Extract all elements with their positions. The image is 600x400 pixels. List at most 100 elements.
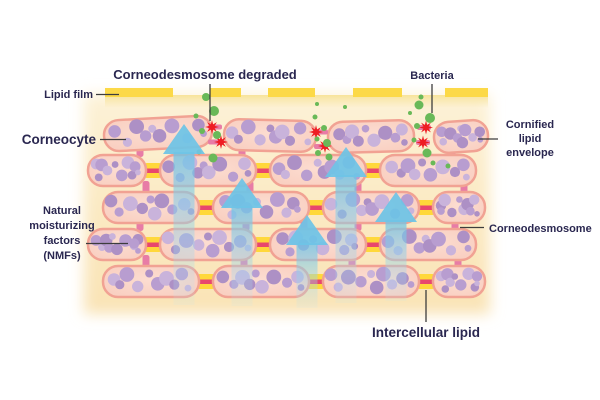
moisture-flux-arrow [375, 192, 417, 301]
bacterium-icon [314, 136, 320, 142]
nmf-dot [293, 122, 307, 135]
label-cornified-line3: envelope [506, 147, 554, 159]
nmf-dot [352, 135, 364, 147]
nmf-dot [111, 161, 119, 168]
corneocyte-cell [86, 153, 148, 188]
nmf-dot [280, 169, 290, 180]
lipid-film-underlayer [105, 95, 488, 108]
nmf-dot [259, 205, 274, 219]
corneocyte-cell [431, 190, 487, 225]
corneocyte-cell [378, 153, 478, 188]
nmf-dot [324, 197, 338, 211]
nmf-dot-labeled [128, 238, 140, 249]
label-bacteria: Bacteria [410, 70, 454, 82]
nmf-dot [228, 171, 239, 182]
bacterium-icon [325, 153, 333, 161]
nmf-dot [281, 207, 292, 218]
intercellular-lipid-stripe [197, 205, 215, 210]
nmf-dot [439, 137, 448, 146]
nmf-dot [114, 207, 124, 217]
intercellular-lipid-stripe [364, 242, 382, 247]
nmf-dot [274, 124, 290, 140]
nmf-dot [313, 158, 322, 167]
label-cornified-line1: Cornified [506, 119, 554, 131]
moisture-flux-arrow [163, 124, 205, 305]
nmf-dot [469, 194, 480, 205]
nmf-dot [456, 136, 469, 149]
degraded-corneodesmosomes [205, 120, 433, 153]
degraded-corneodesmosome-icon [419, 120, 433, 135]
nmf-dot [457, 230, 470, 244]
bacterium-icon [422, 148, 432, 158]
label-corneocyte: Corneocyte [22, 132, 97, 147]
nmf-dot [457, 158, 470, 172]
nmf-dot [462, 267, 475, 280]
nmf-dot [423, 168, 438, 182]
intercellular-lipid-stripe [197, 279, 215, 284]
nmf-dot [111, 243, 123, 256]
intercellular-lipid-junctions [144, 163, 435, 289]
degraded-corneodesmosome-icon [309, 125, 323, 139]
bacterium-icon [445, 163, 451, 169]
nmf-dot [441, 268, 454, 281]
labels: Corneodesmosome degraded Bacteria Lipid … [22, 67, 592, 340]
moisture-flux-arrows [163, 124, 417, 308]
bacterium-icon [425, 113, 435, 123]
intercellular-lipid-stripe [254, 168, 272, 173]
nmf-dot [147, 206, 162, 221]
nmf-dot [367, 133, 381, 147]
nmf-dot [129, 161, 141, 173]
nmf-dot [447, 207, 457, 218]
bacterium-icon [414, 100, 424, 110]
nmf-dot [148, 124, 157, 133]
bacterium-icon [193, 113, 199, 119]
label-intercellular-lipid: Intercellular lipid [372, 325, 480, 340]
lipid-film-segment [268, 88, 315, 97]
bacterium-icon [323, 139, 331, 147]
lipid-film-segment [445, 88, 488, 97]
nmf-dot [333, 128, 346, 141]
nmf-dot [202, 165, 216, 180]
intercellular-lipid-stripe [254, 242, 272, 247]
degraded-corneodesmosome-icon [205, 120, 219, 134]
nmf-dot [468, 133, 477, 142]
moisture-flux-arrow [325, 147, 367, 303]
label-corneodesmosome: Corneodesmosome [489, 223, 592, 235]
nmf-dot [407, 281, 415, 288]
corneocyte-cell [222, 117, 318, 154]
nmf-dot [129, 119, 145, 135]
nmf-dot [108, 125, 121, 138]
bacterium-icon [209, 106, 219, 116]
nmf-dot [304, 138, 312, 146]
intercellular-lipid-stripe [144, 168, 162, 173]
nmf-dot [365, 202, 379, 216]
intercellular-lipid-stripe [307, 205, 325, 210]
bacterium-icon [208, 153, 218, 163]
nmf-dot [474, 280, 480, 287]
nmf-dot [193, 239, 205, 251]
nmf-dot [374, 194, 390, 210]
lipid-film-segment [105, 88, 173, 97]
bacterium-icon [312, 114, 318, 120]
nmf-dot [285, 247, 295, 257]
pointer-lines [86, 84, 498, 322]
label-nmf-line1: Natural [43, 205, 81, 217]
nmf-dot [361, 124, 370, 133]
nmf-dot [145, 269, 154, 278]
nmf-dot [438, 193, 451, 207]
nmf-dot [344, 124, 360, 139]
nmf-dot [455, 279, 467, 291]
nmf-dot [102, 165, 113, 176]
corneocyte-cell [211, 264, 311, 299]
nmf-dot [441, 285, 450, 293]
corneocyte-cell [432, 118, 490, 155]
nmf-dot [266, 269, 282, 285]
nmf-dot [395, 123, 408, 136]
nmf-dot [270, 192, 285, 207]
bacterium-icon [202, 93, 210, 101]
nmf-dot [437, 207, 445, 215]
nmf-dot [445, 277, 455, 287]
nmf-dot [204, 232, 212, 241]
nmf-dot [418, 158, 427, 167]
